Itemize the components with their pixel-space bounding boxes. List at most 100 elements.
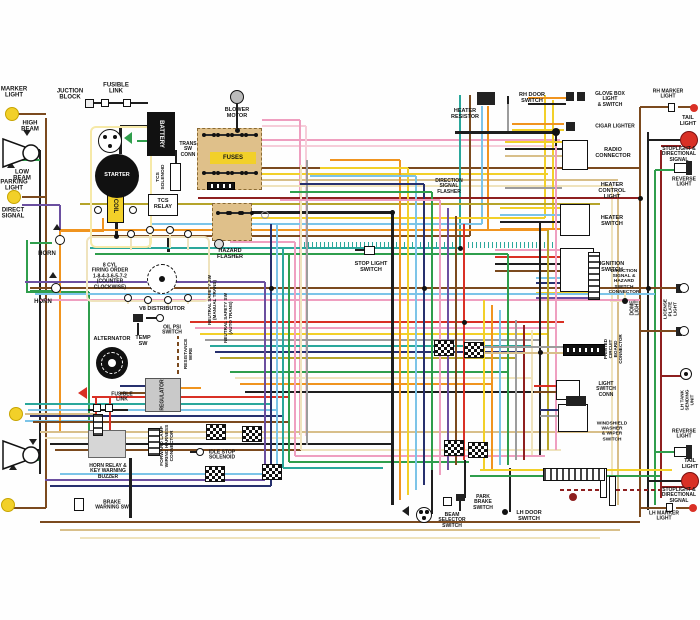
label-license: LICENSE PLATE LIGHT <box>662 299 678 319</box>
label-reverse: REVERSE LIGHT <box>672 428 696 440</box>
wire-bk <box>93 102 148 104</box>
label-lh-door: LH DOOR SWITCH <box>516 510 542 522</box>
label-alternator: ALTERNATOR <box>93 336 131 343</box>
label-fusible: FUSIBLE LINK <box>111 391 133 403</box>
wiper-switch-box <box>558 404 588 432</box>
wire-bk <box>390 212 394 505</box>
horn-symbol-1 <box>55 235 65 245</box>
wire-tl <box>90 247 460 249</box>
label-tcs: TCS SOLENOID <box>155 164 166 190</box>
fuse-glyph <box>216 211 230 215</box>
label-fuses: FUSES <box>222 154 244 161</box>
splice-dot <box>389 209 395 215</box>
wire-db <box>215 351 524 353</box>
fuse-glyph <box>216 133 230 137</box>
wire-pk <box>195 327 556 329</box>
plug-terminal <box>146 226 154 234</box>
idle-stop-solenoid-symbol <box>196 448 204 456</box>
fuses-band <box>210 152 256 164</box>
splice-dot <box>113 233 119 239</box>
label-park: PARK BRAKE SWITCH <box>473 493 493 511</box>
wire-lb <box>499 310 501 465</box>
heater-switch-box <box>560 204 590 236</box>
wire-br <box>640 287 682 289</box>
label-v8-distributor: V8 DISTRIBUTOR <box>139 306 185 313</box>
wire-bk <box>355 249 367 251</box>
wire-lb <box>276 224 278 474</box>
label-hazard: HAZARD FLASHER <box>217 248 243 260</box>
wire-bk <box>648 139 680 141</box>
wire-lp <box>262 145 556 147</box>
wire-br <box>12 507 46 509</box>
wire-gn <box>230 371 508 373</box>
solenoid-terminal-2 <box>113 135 117 139</box>
splice-dot <box>268 285 274 291</box>
wire-bk <box>528 103 566 105</box>
label-stop-light: STOP LIGHT SWITCH <box>354 261 388 273</box>
wire-tn <box>617 192 619 505</box>
wire-bk <box>175 150 177 165</box>
wire-yl <box>262 173 548 175</box>
coil-pos-terminal <box>129 206 137 214</box>
wire-tn <box>60 529 620 531</box>
beam-selector-dot <box>419 510 423 514</box>
wire-tn <box>262 179 618 181</box>
wire-db <box>120 385 145 387</box>
splice-dot <box>645 285 651 291</box>
label-cigar-lighter: CIGAR LIGHTER <box>595 123 635 130</box>
beam-selector-dot <box>422 516 426 520</box>
label-horn: HORN <box>34 298 52 305</box>
wire-yl <box>218 217 545 219</box>
label-coil: COIL <box>112 198 119 214</box>
wire-yl <box>500 207 560 209</box>
wire-bk <box>236 104 238 130</box>
wire-bk <box>507 96 509 104</box>
tank-sending-unit-dot <box>684 372 688 376</box>
plug-terminal <box>164 296 172 304</box>
wire-pk <box>495 249 560 251</box>
label-8-cyl: 8 CYL FIRING ORDER 1-8-4-3-6-5-7-2 (COUN… <box>91 262 129 291</box>
radio-connector-box <box>562 140 588 170</box>
wire-br <box>40 521 640 523</box>
label-lh-tank: LH TANK SENDING UNIT <box>679 389 695 411</box>
wire-bk <box>647 132 649 510</box>
wire-pu <box>45 479 265 481</box>
wire-bk <box>455 130 556 134</box>
stoplight-junction <box>569 493 577 501</box>
label-tcs: TCS RELAY <box>153 198 173 210</box>
wire-bk <box>128 458 132 518</box>
splice-dot <box>457 245 463 251</box>
red-feed-arrow <box>78 387 87 399</box>
wire-db <box>270 224 272 474</box>
wire-bk <box>166 236 170 252</box>
wire-pk <box>295 455 545 457</box>
label-regulator: REGULATOR <box>159 379 166 411</box>
wire-tn <box>40 431 612 433</box>
wire-cm <box>169 234 171 248</box>
wire-pu <box>264 282 266 480</box>
wire-dr <box>660 150 662 498</box>
plug-terminal <box>184 294 192 302</box>
wire-yl <box>320 167 408 169</box>
wire-br <box>469 95 471 236</box>
fusible-link-2 <box>123 99 131 107</box>
wire-lb <box>481 106 483 224</box>
wire-yl <box>407 168 409 495</box>
green-feed-arrow <box>124 132 132 144</box>
fuse-glyph <box>230 171 244 175</box>
wire-tl <box>459 95 461 248</box>
heater-resistor-symbol <box>477 92 495 105</box>
label-direct: DIRECT SIGNAL <box>1 207 25 220</box>
label-glove-box: GLOVE BOX LIGHT & SWITCH <box>595 90 625 108</box>
hazard-flasher-box <box>212 203 252 241</box>
brake-warning-switch-symbol <box>74 498 84 511</box>
glove-box-switch-symbol <box>566 92 574 101</box>
wiper-switch-cap <box>566 396 586 406</box>
lh-marker-bulb <box>689 504 697 512</box>
wire-br <box>640 106 670 108</box>
wire-gn <box>288 254 290 462</box>
label-direction: DIRECTION SIGNAL FLASHER <box>435 177 463 195</box>
temp-switch-symbol <box>133 314 143 322</box>
wire-db <box>30 415 283 417</box>
headlight-symbol-bottom <box>2 436 42 474</box>
